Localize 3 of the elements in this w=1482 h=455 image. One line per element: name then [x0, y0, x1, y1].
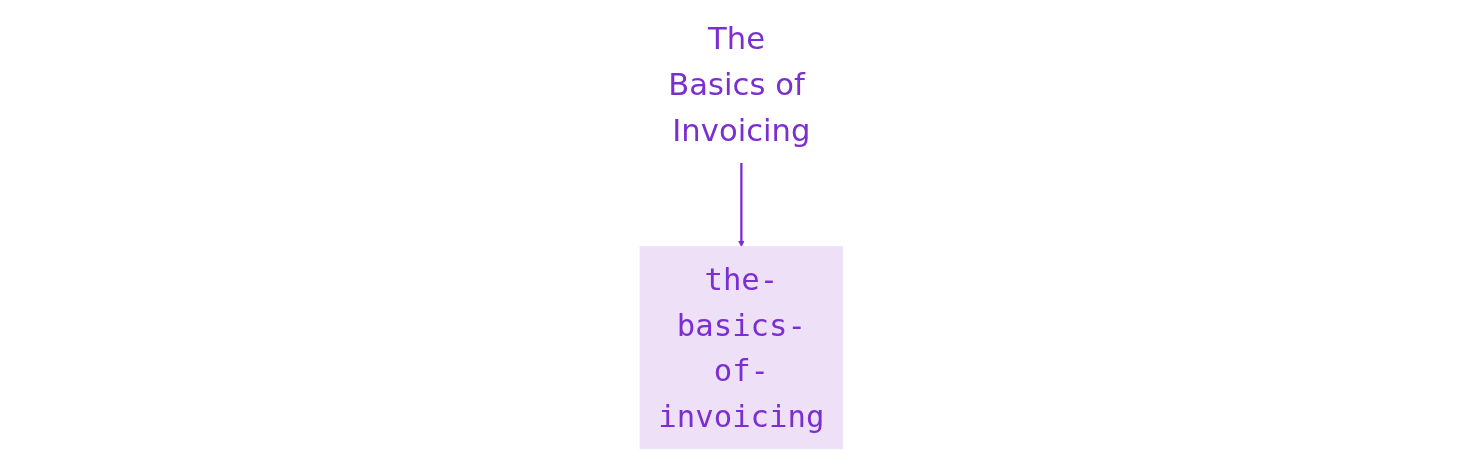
node-box: the-basics-of-invoicing	[639, 246, 843, 450]
node-text: The Basics of Invoicing	[667, 20, 811, 148]
arrow	[737, 162, 745, 247]
